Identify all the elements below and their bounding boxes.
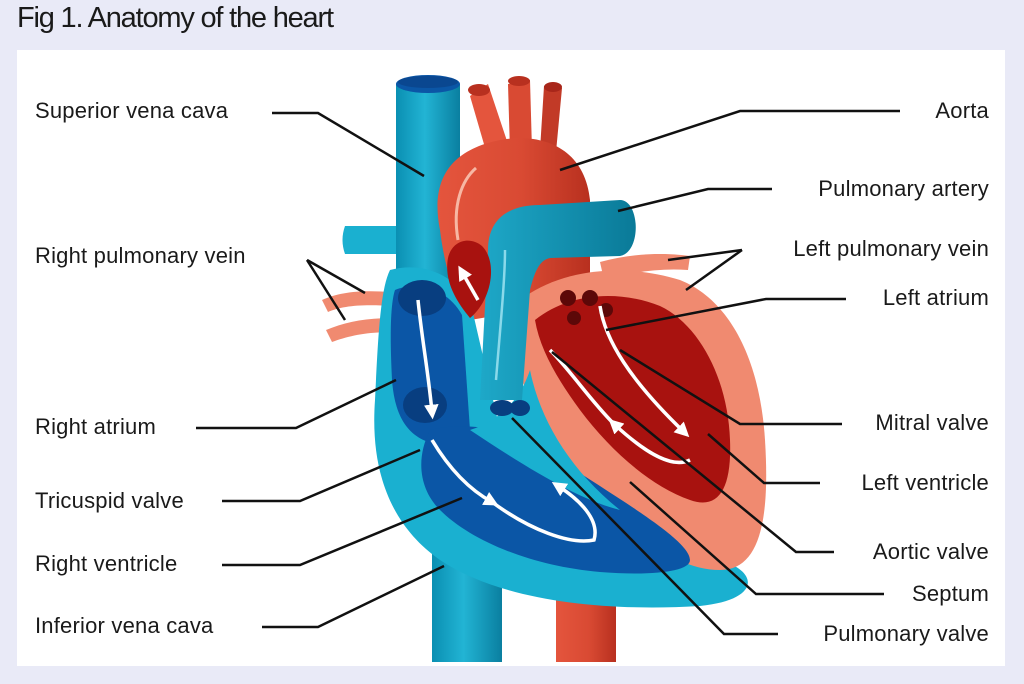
right-pulmonary-vein-vessel — [322, 291, 392, 312]
label-septum: Septum — [911, 581, 989, 606]
leader-left-pulmonary-vein-a — [667, 248, 743, 262]
leader-left-pulmonary-vein-b — [685, 248, 743, 292]
pulmonary-valve-opening-1 — [490, 400, 514, 416]
leader-mitral-valve — [619, 348, 842, 426]
pulmonary-valve-opening-2 — [510, 400, 530, 416]
label-left-pulmonary-vein: Left pulmonary vein — [793, 236, 989, 261]
leader-left-atrium — [605, 297, 846, 332]
flow-arrow-aorta — [458, 265, 480, 301]
aorta-branch-3 — [540, 86, 562, 152]
label-inferior-vena-cava: Inferior vena cava — [35, 613, 214, 638]
label-aorta: Aorta — [935, 98, 989, 123]
pv-inlet-3 — [567, 311, 581, 325]
svc-inlet — [398, 280, 446, 316]
ivc-inlet — [403, 387, 447, 423]
branch-opening-3 — [544, 82, 562, 92]
septum-wall — [470, 370, 620, 510]
aorta-branch-1 — [470, 84, 510, 158]
aorta-highlight — [454, 166, 478, 241]
flow-arrow-right-ventricle-up — [490, 482, 597, 543]
label-right-pulmonary-vein: Right pulmonary vein — [35, 243, 246, 268]
leader-right-pulmonary-vein-b — [305, 259, 347, 321]
right-pulmonary-vein-lower — [326, 318, 392, 342]
branch-opening-2 — [508, 76, 530, 86]
svc-rim — [398, 76, 458, 88]
leader-right-pulmonary-vein-a — [306, 258, 366, 295]
flow-arrow-left-atrium — [598, 305, 690, 438]
pv-inlet-1 — [560, 290, 576, 306]
label-left-ventricle: Left ventricle — [861, 470, 989, 495]
leader-right-atrium — [196, 378, 397, 430]
aorta-branch-2 — [508, 80, 532, 152]
leader-pulmonary-artery — [617, 187, 772, 213]
pv-inlet-2 — [582, 290, 598, 306]
label-pulmonary-artery: Pulmonary artery — [818, 176, 989, 201]
left-ventricle-chamber — [535, 295, 731, 503]
label-superior-vena-cava: Superior vena cava — [35, 98, 229, 123]
leader-left-ventricle — [707, 433, 820, 485]
leader-septum — [629, 481, 884, 596]
pulmonary-artery-vessel — [480, 200, 636, 400]
label-right-atrium: Right atrium — [35, 414, 156, 439]
figure-title: Fig 1. Anatomy of the heart — [17, 2, 334, 34]
leader-tricuspid-valve — [222, 448, 421, 503]
right-ventricle-chamber — [421, 426, 690, 574]
leader-pulmonary-valve — [511, 417, 778, 636]
leader-aortic-valve — [551, 351, 834, 554]
flow-arrow-left-ventricle — [608, 419, 691, 465]
flow-arrow-right-ventricle-down — [430, 439, 499, 506]
leader-aorta — [559, 109, 900, 172]
flow-arrow-right-atrium — [416, 299, 439, 420]
branch-opening-1 — [468, 84, 490, 96]
label-left-atrium: Left atrium — [882, 285, 989, 310]
vein-stub — [342, 226, 400, 254]
label-right-ventricle: Right ventricle — [35, 551, 178, 576]
leader-inferior-vena-cava — [262, 564, 445, 629]
label-mitral-valve: Mitral valve — [875, 410, 989, 435]
label-tricuspid-valve: Tricuspid valve — [35, 488, 184, 513]
label-aortic-valve: Aortic valve — [872, 539, 989, 564]
pulmonary-artery-highlight — [494, 249, 507, 381]
leader-right-ventricle — [222, 496, 463, 567]
label-pulmonary-valve: Pulmonary valve — [823, 621, 989, 646]
leader-lines — [196, 109, 900, 636]
leader-superior-vena-cava — [272, 111, 425, 178]
